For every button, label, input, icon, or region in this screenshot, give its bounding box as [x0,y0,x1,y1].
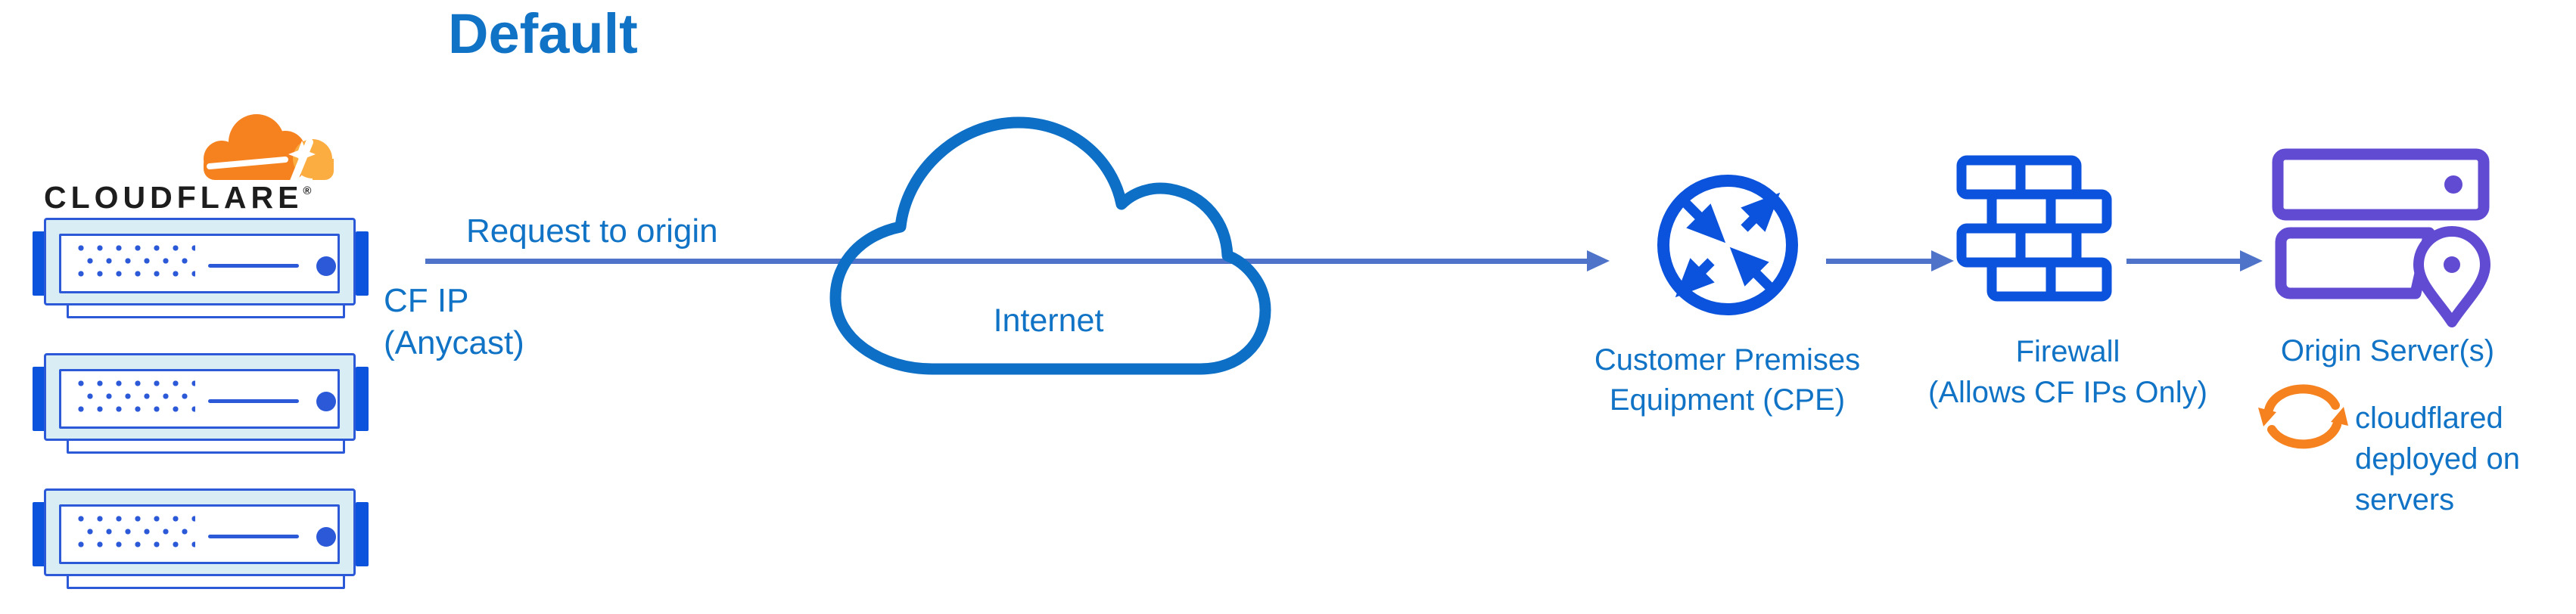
server-body [44,353,356,441]
page-title: Default [448,2,638,65]
request-to-origin-label: Request to origin [466,212,718,250]
firewall-label-line1: Firewall [2015,335,2120,368]
registered-mark: ® [303,185,312,197]
internet-cloud-icon [829,116,1271,375]
connector-line-firewall-to-origin [2126,259,2242,264]
cpe-label-line2: Equipment (CPE) [1609,383,1846,417]
connector-line-cpe-to-firewall [1826,259,1934,264]
wordmark-text: CLOUDFLARE [44,180,303,215]
server-front-panel [59,504,340,564]
server-power-dot [316,256,336,276]
server-power-dot [316,527,336,547]
server-left-tab [33,231,45,296]
cloudflare-wordmark: CLOUDFLARE® [44,180,311,216]
server-slot-line [208,264,299,268]
edge-server-2 [33,353,369,454]
server-front-panel [59,234,340,293]
server-vent-dots [78,516,195,550]
cpe-label: Customer Premises Equipment (CPE) [1544,340,1911,420]
cloudflared-label-line2: deployed on [2355,442,2520,476]
server-left-tab [33,502,45,566]
server-body [44,488,356,576]
server-vent-dots [78,245,195,280]
firewall-brick-icon [1956,155,2112,302]
connector-line-to-cpe [425,259,1588,264]
server-right-tab [356,502,369,566]
origin-server-icon [2272,148,2490,327]
arrowhead-to-origin [2240,250,2263,271]
firewall-label: Firewall (Allows CF IPs Only) [1892,331,2244,413]
server-front-panel [59,369,340,429]
server-slot-line [208,535,299,538]
cloudflare-logo-icon [204,114,334,181]
cloudflared-label-line1: cloudflared [2355,402,2503,435]
arrowhead-to-firewall [1931,250,1954,271]
server-slot-line [208,399,299,403]
server-right-tab [356,231,369,296]
server-right-tab [356,367,369,431]
cloudflared-label-line3: servers [2355,483,2455,516]
server-body [44,218,356,305]
edge-server-3 [33,488,369,590]
firewall-label-line2: (Allows CF IPs Only) [1928,376,2207,409]
cpe-label-line1: Customer Premises [1594,343,1861,377]
server-vent-dots [78,380,195,415]
sync-arrows-icon [2258,384,2348,449]
internet-label: Internet [993,302,1104,339]
server-power-dot [316,392,336,411]
origin-server-label: Origin Server(s) [2280,334,2495,367]
anycast-line: (Anycast) [384,324,524,361]
cloudflared-label: cloudflared deployed on servers [2355,398,2520,520]
arrowhead-to-cpe [1587,250,1610,271]
cf-ip-line: CF IP [384,282,469,319]
cf-ip-anycast-label: CF IP (Anycast) [384,280,524,364]
server-left-tab [33,367,45,431]
cpe-router-icon [1657,175,1798,315]
edge-server-1 [33,218,369,319]
